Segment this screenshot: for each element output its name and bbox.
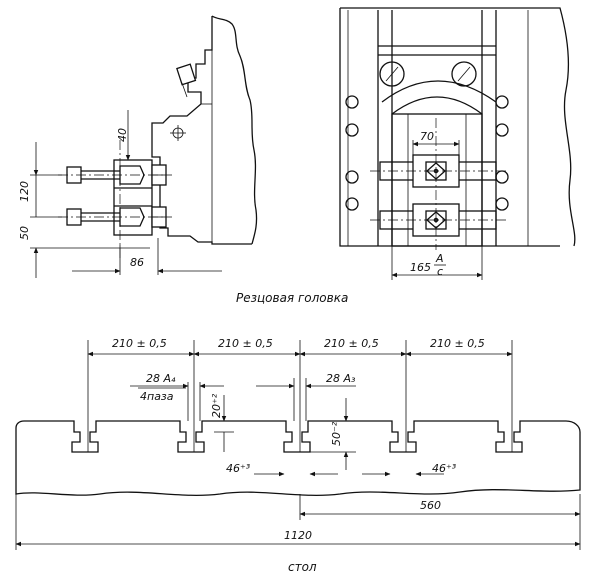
slot-left-sub: 4паза	[140, 390, 174, 403]
fit-a-label: A	[435, 252, 444, 265]
dim-50-table-label: 50⁻²	[330, 421, 343, 446]
pitch-dim-3: 210 ± 0,5	[324, 337, 379, 350]
table-cross-section: 210 ± 0,5 210 ± 0,5 210 ± 0,5 210 ± 0,5 …	[15, 337, 581, 550]
table-caption: стол	[288, 560, 317, 574]
fit-c-label: c	[437, 265, 443, 278]
bolt-holes-right	[495, 95, 509, 211]
dim-165-label: 165	[410, 261, 431, 274]
cutting-tool-upper	[66, 164, 167, 186]
pitch-dim-2: 210 ± 0,5	[218, 337, 273, 350]
tool-head-caption: Резцовая головка	[236, 291, 348, 305]
dim-70-label: 70	[420, 130, 434, 143]
dim-120-label: 120	[18, 181, 31, 202]
dim-46-left-label: 46⁺³	[226, 462, 251, 475]
dim-40-label: 40	[116, 128, 129, 142]
dim-46-right-label: 46⁺³	[432, 462, 457, 475]
pitch-dim-4: 210 ± 0,5	[430, 337, 485, 350]
dim-20-label: 20⁺²	[210, 393, 223, 418]
dim-1120-label: 1120	[284, 529, 312, 542]
tool-head-side-view: 40 120 50 86	[18, 15, 258, 278]
tool-head-front-view: 70 165 A c	[339, 7, 576, 280]
slot-right-label: 28 A₃	[326, 372, 356, 385]
slot-left-label: 28 A₄	[146, 372, 176, 385]
dim-50-label: 50	[18, 226, 31, 240]
pitch-dim-1: 210 ± 0,5	[112, 337, 167, 350]
bolt-holes-left	[345, 95, 359, 211]
clamp-bolt-top	[176, 63, 197, 98]
dim-560-label: 560	[420, 499, 441, 512]
dim-86-label: 86	[130, 256, 144, 269]
